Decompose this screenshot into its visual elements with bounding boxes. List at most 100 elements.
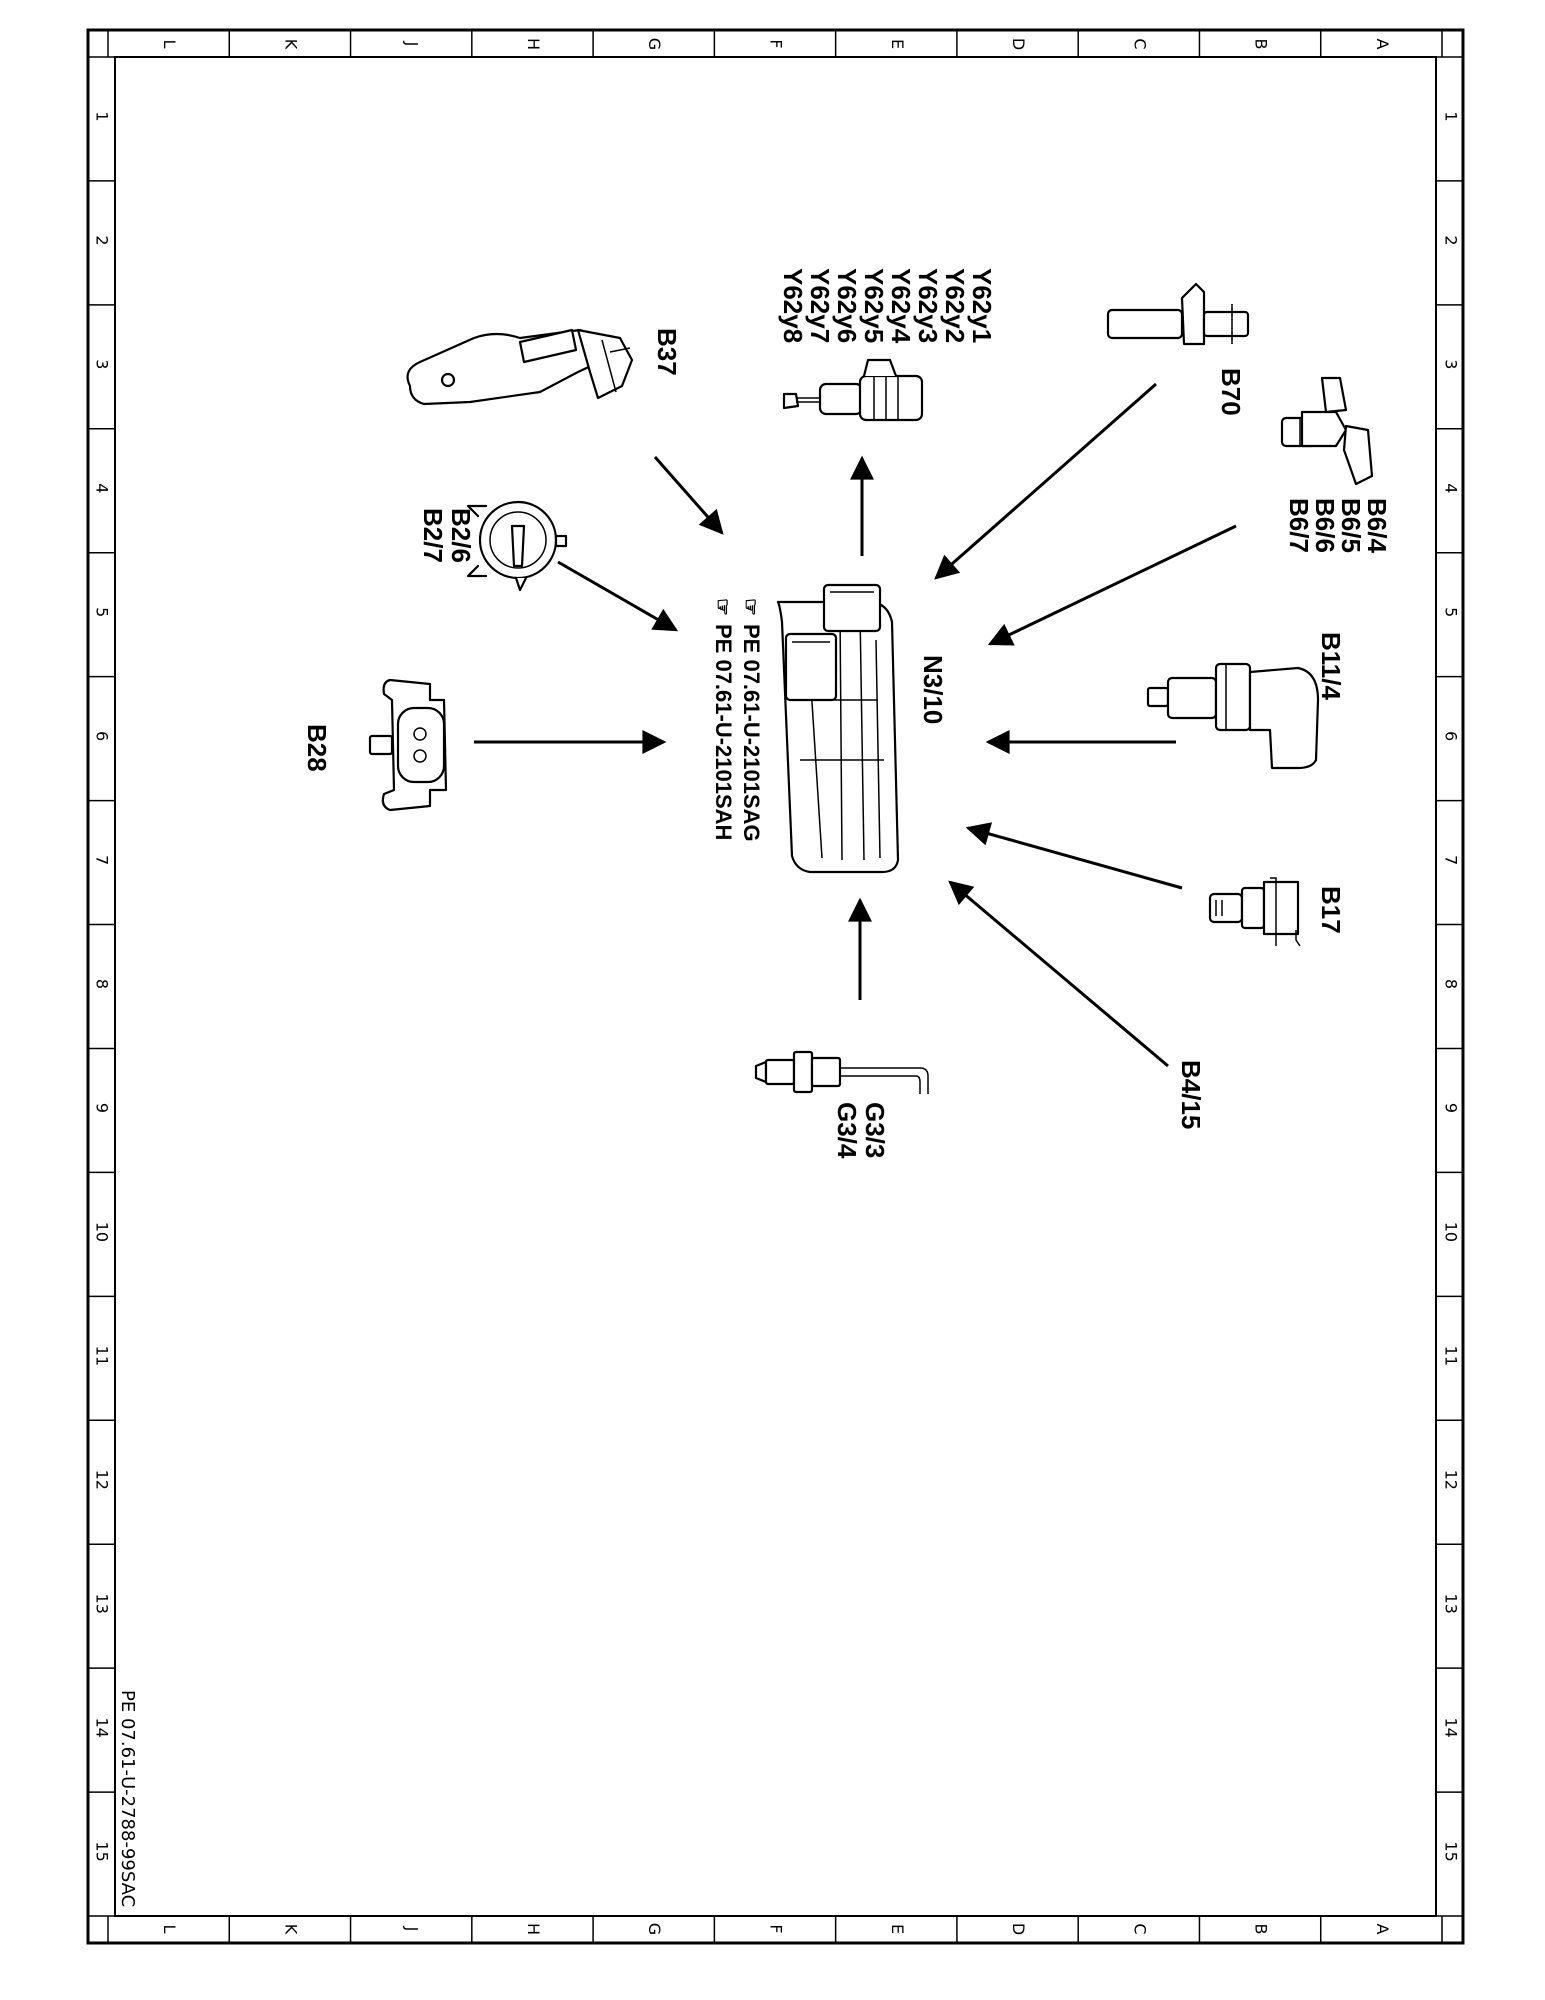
column-letter-bottom: K <box>281 1924 300 1935</box>
row-number-right: 15 <box>1442 1841 1461 1861</box>
row-number-left: 9 <box>93 1103 112 1113</box>
column-letter-bottom: G <box>645 1923 664 1935</box>
row-number-right: 1 <box>1442 111 1461 121</box>
sensor-drawing <box>1280 376 1374 486</box>
component-b2: B2/6 B2/7 <box>418 500 679 632</box>
column-letter-top: K <box>281 39 300 50</box>
column-letter-bottom: H <box>524 1923 543 1935</box>
row-number-left: 4 <box>93 483 112 493</box>
signal-arrow <box>934 382 1157 580</box>
component-label: G3/4 <box>832 1102 862 1159</box>
row-number-left: 13 <box>93 1594 112 1614</box>
row-number-right: 5 <box>1442 607 1461 617</box>
pedal-drawing <box>406 328 634 406</box>
component-b6: B6/4 B6/5 B6/6 B6/7 <box>987 376 1392 646</box>
document-id: PE 07.61-U-2788-99SAC <box>117 1690 138 1907</box>
sensor-drawing <box>368 678 448 812</box>
injector-label: Y62y4 <box>886 268 916 344</box>
reference-list: ☞ ☞ PE 07.61-U-2101SAG PE 07.61-U-2101SA… <box>711 598 764 842</box>
column-letter-bottom: E <box>888 1924 907 1934</box>
component-label: B4/15 <box>1176 1060 1206 1129</box>
component-b70: B70 <box>934 282 1250 580</box>
signal-arrow <box>653 456 724 535</box>
column-letter-top: J <box>403 41 422 47</box>
column-letter-top: G <box>645 38 664 50</box>
row-number-right: 12 <box>1442 1470 1461 1490</box>
column-letter-bottom: B <box>1252 1924 1271 1935</box>
sensor-drawing <box>466 500 568 592</box>
row-number-left: 8 <box>93 979 112 989</box>
row-number-right: 2 <box>1442 235 1461 245</box>
injector-label: Y62y5 <box>859 268 889 343</box>
column-letter-top: E <box>888 39 907 49</box>
injector-label: Y62y8 <box>778 268 808 343</box>
component-b28: B28 <box>302 678 667 812</box>
row-number-right: 7 <box>1442 855 1461 865</box>
component-g3: G3/3 G3/4 <box>754 897 929 1159</box>
column-letter-top: L <box>160 40 179 49</box>
row-number-right: 3 <box>1442 359 1461 369</box>
signal-arrow <box>965 822 1183 890</box>
component-label: B6/7 <box>1284 498 1314 553</box>
row-number-right: 8 <box>1442 979 1461 989</box>
injector-label: Y62y3 <box>913 268 943 343</box>
row-number-left: 11 <box>93 1346 112 1366</box>
component-b17: B17 <box>965 822 1346 947</box>
column-letter-bottom: F <box>767 1924 786 1933</box>
sensor-drawing <box>1208 877 1301 947</box>
component-b11-4: B11/4 <box>985 632 1346 770</box>
component-label: B37 <box>652 328 682 376</box>
drawing-frame <box>86 28 1465 1945</box>
signal-arrow <box>987 524 1237 646</box>
signal-arrow <box>948 880 1169 1068</box>
injector-label: Y62y7 <box>805 268 835 343</box>
component-label: B2/6 <box>446 508 476 563</box>
signal-arrow <box>557 560 679 632</box>
component-b4-15: B4/15 <box>948 880 1206 1129</box>
oxygen-sensor-drawing <box>754 1050 929 1094</box>
row-number-left: 15 <box>93 1841 112 1861</box>
reference-sah: PE 07.61-U-2101SAH <box>711 624 736 840</box>
row-number-left: 10 <box>93 1222 112 1242</box>
column-letter-bottom: L <box>160 1925 179 1934</box>
injector-label: Y62y1 <box>967 268 997 343</box>
injector-label: Y62y6 <box>832 268 862 343</box>
row-number-left: 14 <box>93 1717 112 1737</box>
sensor-drawing <box>1146 662 1320 770</box>
component-label: G3/3 <box>860 1102 890 1158</box>
row-number-right: 9 <box>1442 1103 1461 1113</box>
reference-sag: PE 07.61-U-2101SAG <box>739 624 764 842</box>
row-number-left: 3 <box>93 359 112 369</box>
row-number-left: 5 <box>93 607 112 617</box>
control-unit-label: N3/10 <box>918 655 948 724</box>
injector-y62: Y62y1 Y62y2 Y62y3 Y62y4 Y62y5 Y62y6 Y62y… <box>778 268 997 556</box>
component-label: B11/4 <box>1316 632 1346 700</box>
component-label: B6/5 <box>1336 498 1366 553</box>
row-number-left: 7 <box>93 855 112 865</box>
column-letter-top: A <box>1373 39 1392 50</box>
row-number-right: 11 <box>1442 1346 1461 1366</box>
component-b37: B37 <box>406 328 724 535</box>
injector-label: Y62y2 <box>940 268 970 343</box>
sensor-drawing <box>1106 282 1250 346</box>
column-letter-top: C <box>1130 38 1149 49</box>
component-label: B17 <box>1316 886 1346 934</box>
row-number-right: 14 <box>1442 1717 1461 1737</box>
column-letter-bottom: D <box>1009 1923 1028 1935</box>
column-letter-bottom: A <box>1373 1924 1392 1935</box>
column-letter-top: F <box>767 39 786 48</box>
reference-hand-icon: ☞ <box>739 598 761 616</box>
injector-labels: Y62y1 Y62y2 Y62y3 Y62y4 Y62y5 Y62y6 Y62y… <box>778 268 997 344</box>
component-label: B70 <box>1216 368 1246 416</box>
row-number-right: 10 <box>1442 1222 1461 1242</box>
column-letter-top: H <box>524 38 543 50</box>
component-label: B6/4 <box>1362 498 1392 553</box>
row-number-right: 13 <box>1442 1594 1461 1614</box>
injector-drawing <box>782 358 924 422</box>
column-letter-bottom: C <box>1130 1923 1149 1934</box>
ecu-drawing <box>776 583 900 874</box>
column-letter-top: B <box>1252 39 1271 50</box>
